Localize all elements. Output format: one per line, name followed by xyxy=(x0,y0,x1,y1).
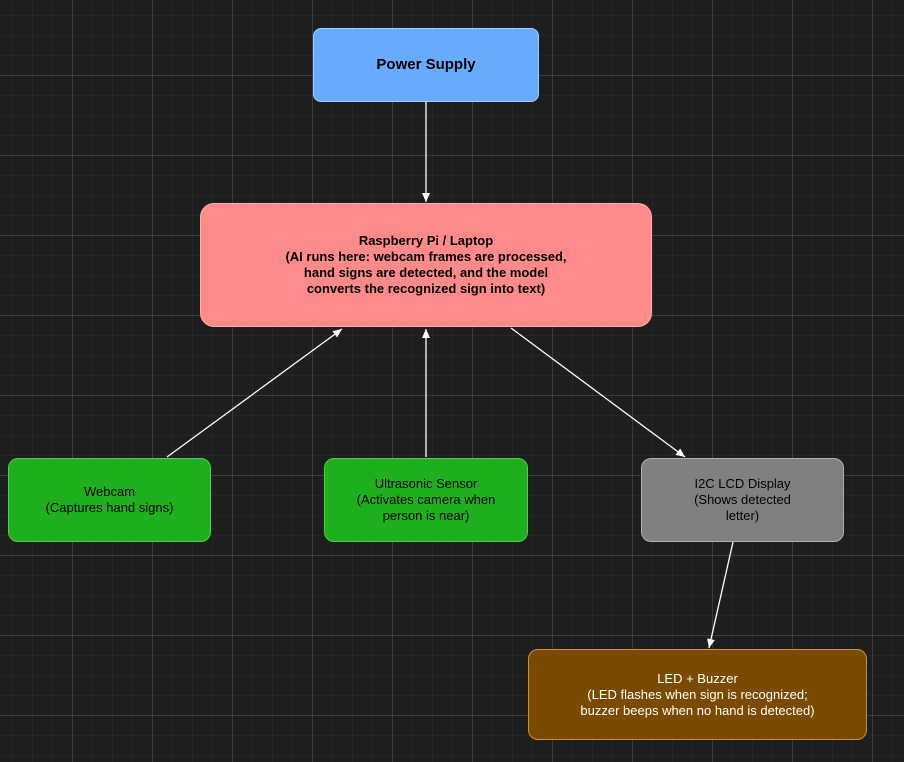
led-buzzer-desc-line-2: buzzer beeps when no hand is detected) xyxy=(580,702,815,718)
lcd-display-node[interactable]: I2C LCD Display (Shows detected letter) xyxy=(641,458,844,542)
led-buzzer-title: LED + Buzzer xyxy=(657,670,738,686)
lcd-display-desc-line-2: letter) xyxy=(725,508,760,523)
raspberry-pi-node[interactable]: Raspberry Pi / Laptop (AI runs here: web… xyxy=(200,203,652,327)
raspberry-pi-desc-line-1: (AI runs here: webcam frames are process… xyxy=(285,249,567,264)
webcam-desc: (Captures hand signs) xyxy=(45,500,174,515)
edge-lcd-to-led xyxy=(707,541,734,649)
lcd-display-desc-line-1: (Shows detected xyxy=(694,492,791,507)
ultrasonic-sensor-title: Ultrasonic Sensor xyxy=(374,476,478,491)
raspberry-pi-desc-line-3: converts the recognized sign into text) xyxy=(306,281,546,296)
power-supply-title: Power Supply xyxy=(376,56,476,73)
raspberry-pi-title: Raspberry Pi / Laptop xyxy=(358,233,494,248)
lcd-display-title: I2C LCD Display xyxy=(694,476,791,491)
ultrasonic-sensor-desc-line-2: person is near) xyxy=(382,508,470,523)
led-buzzer-desc-line-1: (LED flashes when sign is recognized; xyxy=(587,686,808,702)
webcam-node[interactable]: Webcam (Captures hand signs) xyxy=(8,458,211,542)
power-supply-node[interactable]: Power Supply xyxy=(313,28,539,102)
edge-pi-to-lcd xyxy=(510,327,686,458)
raspberry-pi-desc-line-2: hand signs are detected, and the model xyxy=(303,265,549,280)
ultrasonic-sensor-node[interactable]: Ultrasonic Sensor (Activates camera when… xyxy=(324,458,528,542)
ultrasonic-sensor-desc-line-1: (Activates camera when xyxy=(356,492,496,507)
webcam-title: Webcam xyxy=(83,484,136,499)
led-buzzer-node[interactable]: LED + Buzzer (LED flashes when sign is r… xyxy=(528,649,867,740)
edge-webcam-to-pi xyxy=(166,328,343,458)
